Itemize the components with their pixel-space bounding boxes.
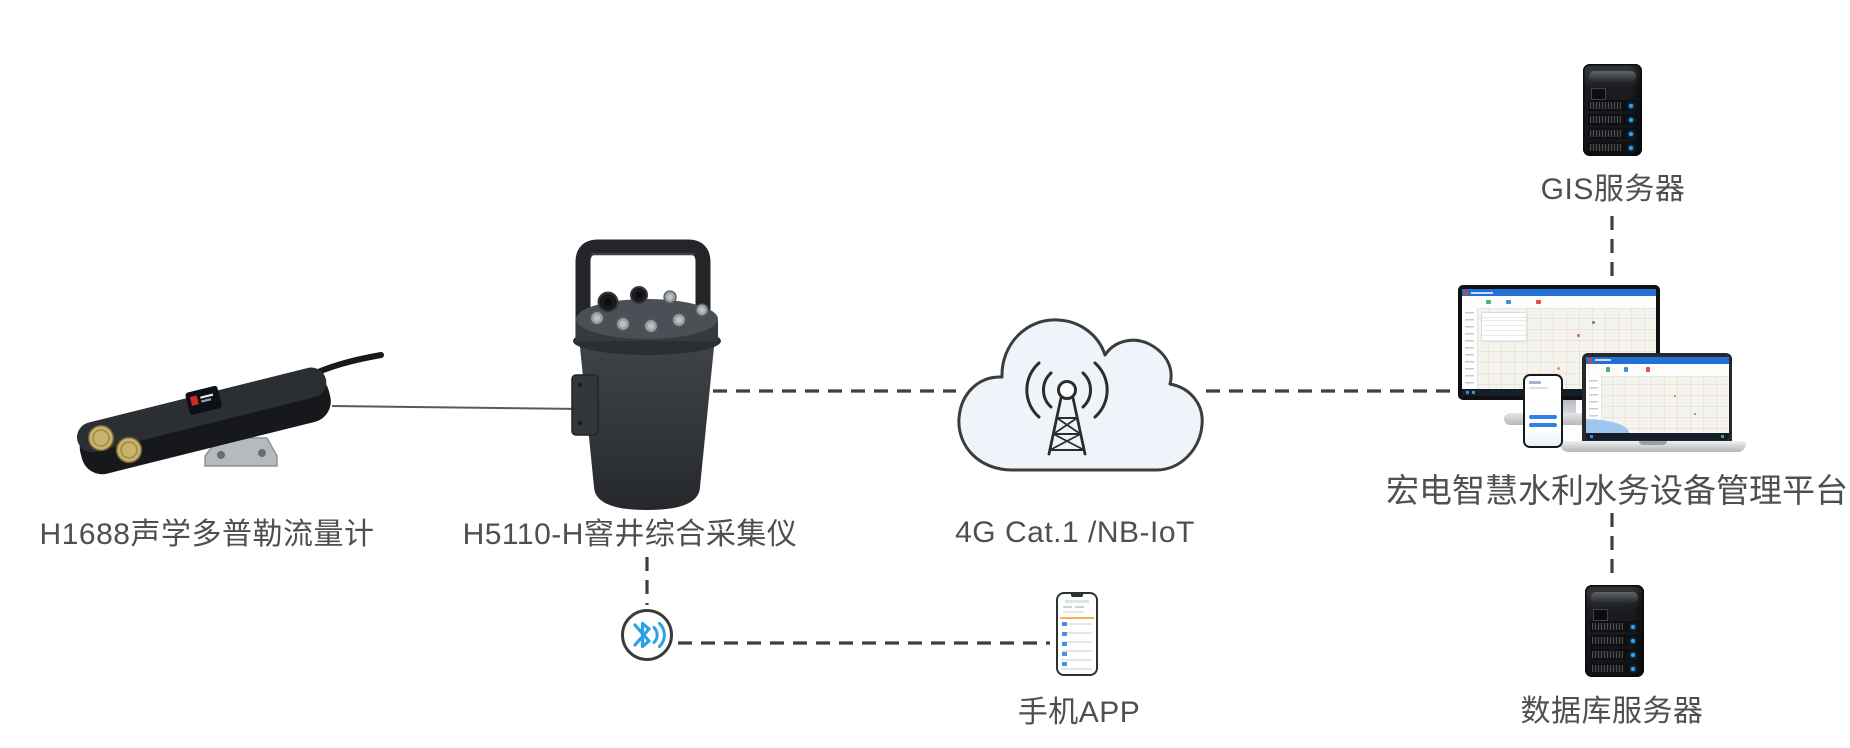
db-server-label: 数据库服务器	[1520, 695, 1704, 728]
edge-flowmeter-collector	[331, 405, 584, 410]
drive-bay	[1588, 142, 1637, 153]
collector-body	[580, 347, 714, 510]
collector-handle	[575, 239, 711, 343]
drive-bay	[1588, 114, 1637, 125]
server-port	[1593, 609, 1608, 621]
radio-tower-icon	[1025, 361, 1109, 456]
drive-bay	[1590, 621, 1639, 632]
mobile-app-phone	[1056, 592, 1098, 676]
flowmeter-label: H1688声学多普勒流量计	[39, 518, 375, 551]
platform-label: 宏电智慧水利水务设备管理平台	[1386, 472, 1848, 509]
server-port	[1591, 88, 1606, 100]
server-handle	[1589, 71, 1636, 82]
collector-bracket	[571, 374, 599, 436]
bluetooth-icon	[621, 609, 673, 661]
drive-bay	[1590, 649, 1639, 660]
flowmeter-device	[77, 352, 384, 475]
network-label: 4G Cat.1 /NB-IoT	[955, 516, 1195, 549]
flowmeter-logo	[185, 385, 222, 415]
cloud-icon	[957, 318, 1204, 472]
drive-bay	[1588, 100, 1637, 111]
network-cloud	[957, 318, 1204, 472]
platform-laptop-base	[1560, 441, 1746, 452]
mobile-app-label: 手机APP	[1017, 696, 1141, 729]
platform-phone	[1523, 374, 1563, 448]
drive-bay	[1590, 635, 1639, 646]
gis-server-label: GIS服务器	[1540, 173, 1686, 206]
collector-connectors	[589, 286, 709, 334]
transducer	[87, 424, 115, 452]
server-handle	[1591, 592, 1638, 603]
collector-device	[571, 239, 721, 510]
transducer	[115, 436, 143, 464]
drive-bay	[1588, 128, 1637, 139]
gis-server-icon	[1583, 64, 1642, 156]
platform-laptop	[1582, 353, 1732, 443]
drive-bay	[1590, 663, 1639, 674]
platform-laptop-screen	[1585, 356, 1729, 440]
db-server-icon	[1585, 585, 1644, 677]
collector-label: H5110-H窨井综合采集仪	[462, 518, 798, 551]
